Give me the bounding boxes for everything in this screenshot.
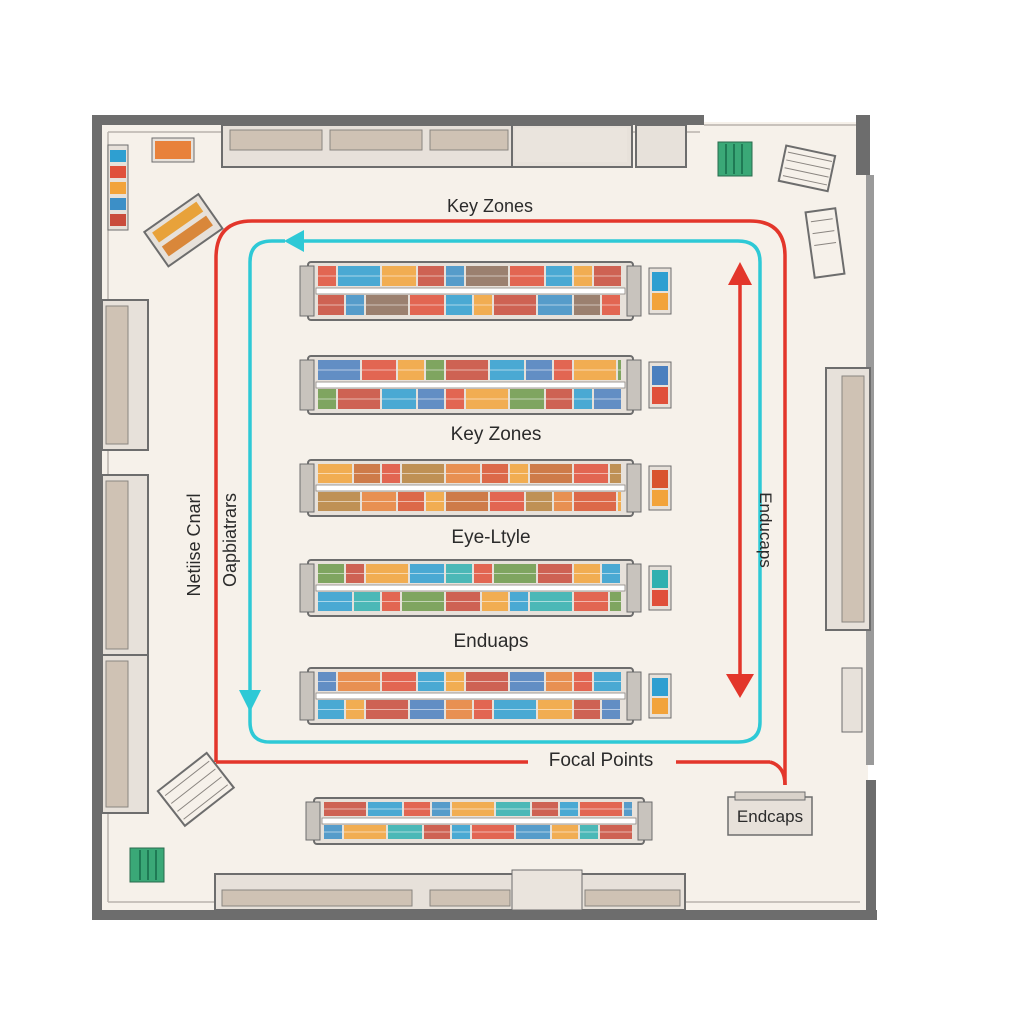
cyan-traffic-path <box>248 239 762 744</box>
aisle-3 <box>299 459 672 517</box>
aisle-shelving <box>299 261 672 845</box>
label-eye-level: Eye-Ltyle <box>451 527 530 548</box>
label-key-zones-top: Key Zones <box>447 196 533 216</box>
green-bins-bottom <box>129 847 165 883</box>
red-double-arrow <box>726 262 754 698</box>
label-endcaps-center: Enduaps <box>453 631 528 652</box>
endcaps-box <box>727 796 813 836</box>
cyan-arrow-head-left <box>239 690 261 712</box>
checkout-aisle <box>305 797 653 845</box>
aisle-4 <box>299 559 672 617</box>
aisle-1 <box>299 261 672 321</box>
label-focal-points: Focal Points <box>549 750 654 771</box>
right-wall-shelving <box>825 367 871 733</box>
left-wall-shelving <box>101 299 149 814</box>
angled-display-table <box>142 192 224 268</box>
label-key-zones-center: Key Zones <box>451 424 542 445</box>
label-endcaps-box: Endcaps <box>737 807 803 826</box>
shopping-carts-bottom <box>156 751 236 828</box>
red-traffic-path <box>214 219 787 786</box>
bottom-wall-shelving <box>214 869 686 911</box>
green-bins-top <box>717 141 753 177</box>
label-endcaps-vertical: Enducaps <box>756 492 775 568</box>
entry-display-rack <box>107 137 195 231</box>
shopping-carts-top <box>777 144 846 279</box>
aisle-5 <box>299 667 672 725</box>
cyan-arrow-head-top <box>284 230 304 252</box>
label-left-vertical-outer: Netiise Cnarl <box>184 493 204 596</box>
label-left-vertical-inner: Oapbiatrars <box>220 493 240 587</box>
top-wall-shelving <box>221 124 687 168</box>
aisle-2 <box>299 355 672 415</box>
